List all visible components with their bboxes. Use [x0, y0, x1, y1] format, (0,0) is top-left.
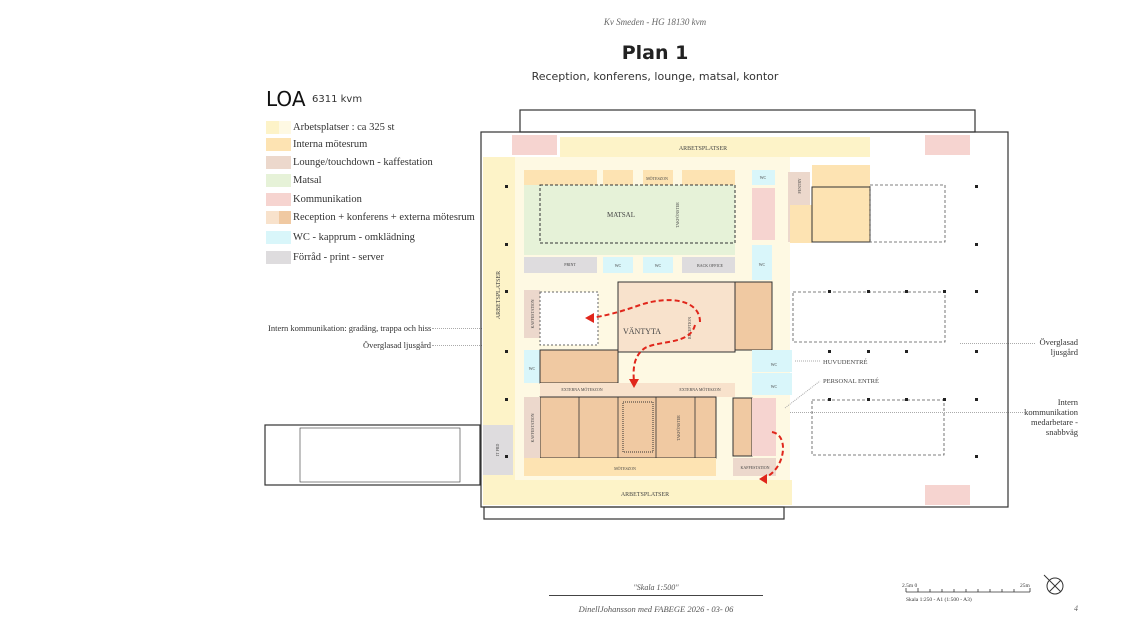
legend-swatch	[266, 120, 291, 134]
label-externa-moteszon: EXTERNA MÖTESZON	[561, 387, 602, 392]
legend-label: Matsal	[293, 174, 322, 186]
page-title: Plan 1	[621, 42, 689, 64]
label-arbetsplatser-bottom: ARBETSPLATSER	[621, 492, 669, 498]
legend-swatch	[266, 230, 291, 244]
footer-divider	[549, 595, 763, 596]
legend-swatch	[266, 192, 291, 206]
label-pentry: PENTRY	[797, 178, 802, 193]
label-kaffestation: KAFFESTATION	[530, 299, 535, 328]
label-moteszon-top: MÖTESZON	[646, 176, 668, 181]
label-vantyta: VÄNTYTA	[623, 327, 661, 336]
legend-item: Interna mötesrum	[266, 137, 367, 151]
legend-swatch	[266, 137, 291, 151]
footer-credit: DinellJohansson med FABEGE 2026 - 03- 06	[578, 604, 734, 614]
label-takfonster: TAKFÖNSTER	[676, 415, 681, 441]
label-takfonster: TAKFÖNSTER	[675, 202, 680, 228]
scale-bar	[905, 588, 1031, 593]
area-label: LOA	[266, 87, 306, 111]
label-reception: RECEPTION	[687, 317, 692, 339]
zone-arbetsplatser-bottom	[483, 480, 792, 505]
annotation-snabbvag: Intern kommunikation medarbetare - snabb…	[1024, 397, 1078, 437]
label-wc: WC	[760, 175, 767, 180]
label-arbetsplatser-top: ARBETSPLATSER	[679, 146, 727, 152]
scale-left: 2.5m 0	[902, 583, 918, 589]
project-name: Kv Smeden - HG 18130 kvm	[603, 17, 707, 27]
label-huvudentre: HUVUDENTRÉ	[823, 358, 867, 366]
legend-item: Matsal	[266, 173, 322, 187]
column-grid	[505, 185, 978, 458]
legend-label: Förråd - print - server	[293, 251, 384, 263]
legend-item: Förråd - print - server	[266, 250, 384, 264]
label-kaffestation: KAFFESTATION	[740, 465, 769, 470]
legend-label: Kommunikation	[293, 193, 362, 205]
legend-item: Lounge/touchdown - kaffestation	[266, 155, 433, 169]
legend-label: Reception + konferens + externa mötesrum	[293, 211, 475, 223]
label-print: PRINT	[564, 262, 576, 267]
label-wc: WC	[615, 263, 622, 268]
leader-line	[790, 412, 1025, 413]
scale-note: "Skala 1:500"	[633, 583, 679, 592]
legend-item: Arbetsplatser : ca 325 st	[266, 120, 394, 134]
arrow-head	[585, 313, 594, 323]
legend-item: Reception + konferens + externa mötesrum	[266, 210, 475, 224]
label-matsal: MATSAL	[607, 211, 635, 219]
label-wc: WC	[529, 366, 536, 371]
scale-right: 25m	[1020, 583, 1031, 589]
label-moteszon-bottom: MÖTESZON	[614, 466, 636, 471]
area-value: 6311 kvm	[312, 94, 363, 105]
label-kaffestation: KAFFESTATION	[530, 413, 535, 442]
building-outline	[264, 109, 1009, 520]
legend-item: Kommunikation	[266, 192, 362, 206]
label-wc: WC	[759, 262, 766, 267]
page-subtitle: Reception, konferens, lounge, matsal, ko…	[531, 70, 779, 83]
legend-item: WC - kapprum - omklädning	[266, 230, 415, 244]
legend-swatch	[266, 173, 291, 187]
label-wc: WC	[771, 362, 778, 367]
leader-line	[960, 343, 1035, 344]
arrow-head	[629, 379, 639, 388]
zone-matsal	[524, 185, 735, 255]
legend-label: WC - kapprum - omklädning	[293, 231, 415, 243]
annotation-intern-kommunikation: Intern kommunikation: gradäng, trappa oc…	[268, 323, 432, 333]
label-arbetsplatser-left: ARBETSPLATSER	[496, 271, 502, 319]
legend-label: Interna mötesrum	[293, 138, 368, 150]
legend-swatch	[266, 250, 291, 264]
north-arrow-icon	[1043, 574, 1064, 595]
legend-swatch	[266, 155, 291, 169]
annotation-ljusgard-right: Överglasad ljusgård	[1039, 337, 1078, 357]
arrow-head	[759, 474, 767, 484]
label-externa-moteszon: EXTERNA MÖTESZON	[679, 387, 720, 392]
legend-label: Arbetsplatser : ca 325 st	[293, 121, 395, 133]
label-personal-entre: PERSONAL ENTRÉ	[823, 377, 879, 385]
label-wc: WC	[771, 384, 778, 389]
label-it-prd: IT PRD	[495, 444, 500, 457]
label-wc: WC	[655, 263, 662, 268]
legend-label: Lounge/touchdown - kaffestation	[293, 156, 433, 168]
page-number: 4	[1074, 604, 1078, 613]
legend-swatch	[266, 210, 291, 224]
annotation-ljusgard-left: Överglasad ljusgård	[363, 340, 432, 350]
zone-arbetsplatser-top	[560, 137, 870, 157]
circulation-arrows	[589, 299, 784, 479]
scale-caption: Skala 1:250 - A1 (1:500 - A3)	[906, 596, 972, 603]
label-back-office: BACK OFFICE	[697, 263, 723, 268]
